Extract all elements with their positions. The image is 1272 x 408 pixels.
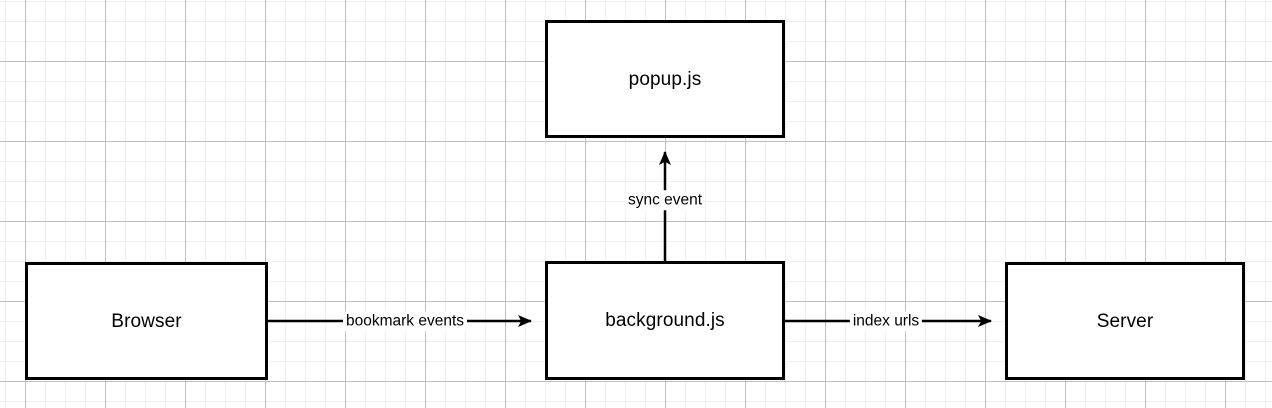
node-browser[interactable]: Browser — [25, 262, 268, 380]
node-browser-label: Browser — [111, 310, 182, 332]
node-background-js-label: background.js — [605, 310, 725, 331]
edge-label-sync-event: sync event — [624, 190, 706, 210]
edge-label-bookmark-events: bookmark events — [342, 311, 468, 331]
node-server[interactable]: Server — [1005, 262, 1245, 380]
node-server-label: Server — [1096, 310, 1154, 332]
node-background-js[interactable]: background.js — [545, 261, 785, 380]
edge-label-index-urls: index urls — [849, 311, 923, 331]
node-popup-js[interactable]: popup.js — [545, 20, 785, 138]
node-popup-js-label: popup.js — [628, 68, 702, 90]
